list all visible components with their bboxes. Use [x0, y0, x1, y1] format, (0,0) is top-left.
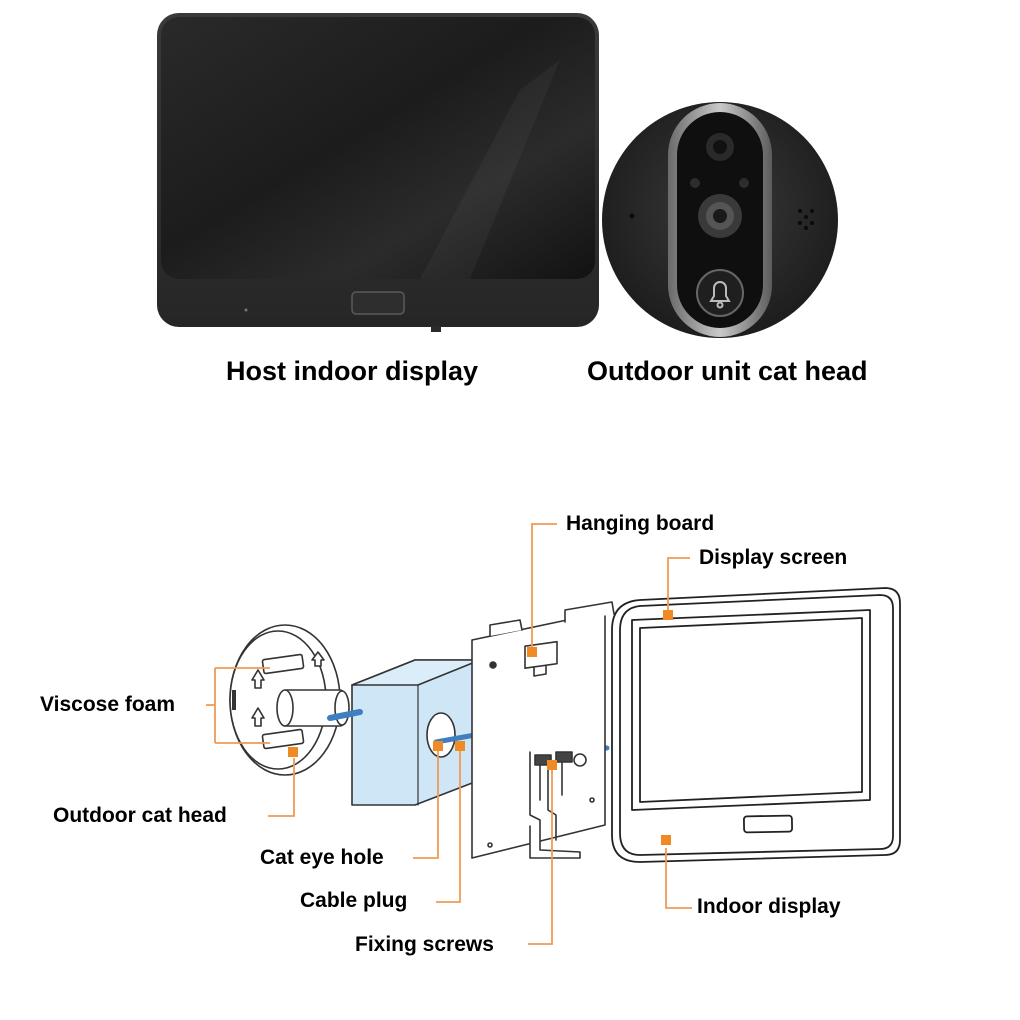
- outdoor-unit-label: Outdoor unit cat head: [587, 356, 868, 386]
- display-screen-label: Display screen: [699, 546, 848, 569]
- fixing-screws: [534, 751, 587, 801]
- doorbell-button: [696, 269, 744, 317]
- callout-leaders: [206, 523, 692, 945]
- hanging-board-label: Hanging board: [566, 512, 715, 535]
- fixing-screws-label: Fixing screws: [355, 933, 494, 956]
- door-panel: [351, 659, 481, 806]
- cat-eye-hole-label: Cat eye hole: [260, 846, 384, 869]
- hanging-board: UP: [471, 601, 615, 859]
- host-indoor-display-label: Host indoor display: [226, 356, 479, 386]
- outdoor-unit-image: [602, 102, 838, 338]
- cable-plug-label: Cable plug: [300, 889, 408, 912]
- outdoor-cat-head-part: [229, 624, 350, 776]
- outdoor-cat-head-label: Outdoor cat head: [53, 804, 227, 827]
- indoor-display-label: Indoor display: [697, 895, 841, 918]
- host-indoor-display-image: [157, 13, 599, 332]
- home-button: [351, 291, 405, 315]
- viscose-foam-label: Viscose foam: [40, 693, 176, 716]
- indoor-display-part: [611, 587, 901, 863]
- installation-diagram: UP: [229, 587, 901, 863]
- bell-icon: [709, 281, 731, 309]
- callout-markers: [288, 610, 673, 845]
